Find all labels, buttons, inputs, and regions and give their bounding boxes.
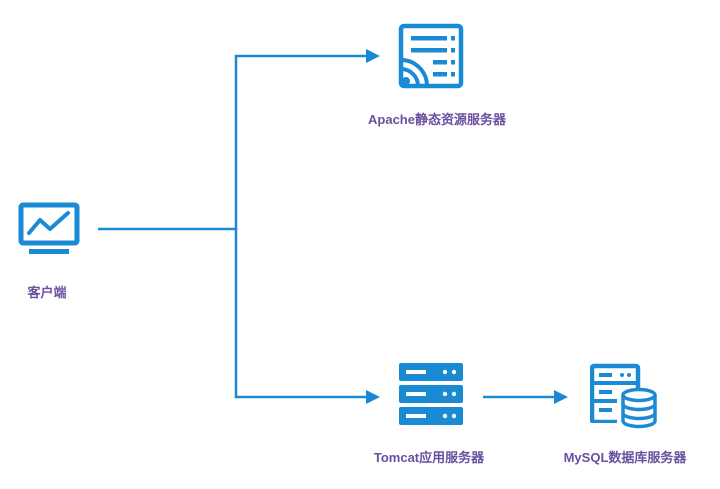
server-rack-icon <box>399 363 463 425</box>
database-server-icon <box>590 363 657 429</box>
connectors <box>98 54 556 399</box>
arrowhead-apache <box>366 49 380 63</box>
edge-client-to-apache <box>98 54 368 231</box>
arrowhead-mysql <box>554 390 568 404</box>
mysql-label: MySQL数据库服务器 <box>563 450 687 465</box>
edge-client-to-tomcat <box>234 229 368 399</box>
apache-label: Apache静态资源服务器 <box>368 112 506 127</box>
monitor-chart-icon <box>18 202 80 254</box>
document-feed-icon <box>398 23 464 89</box>
arrowhead-tomcat <box>366 390 380 404</box>
tomcat-label: Tomcat应用服务器 <box>373 450 485 465</box>
arrowheads <box>366 49 568 404</box>
client-label: 客户端 <box>27 285 67 300</box>
